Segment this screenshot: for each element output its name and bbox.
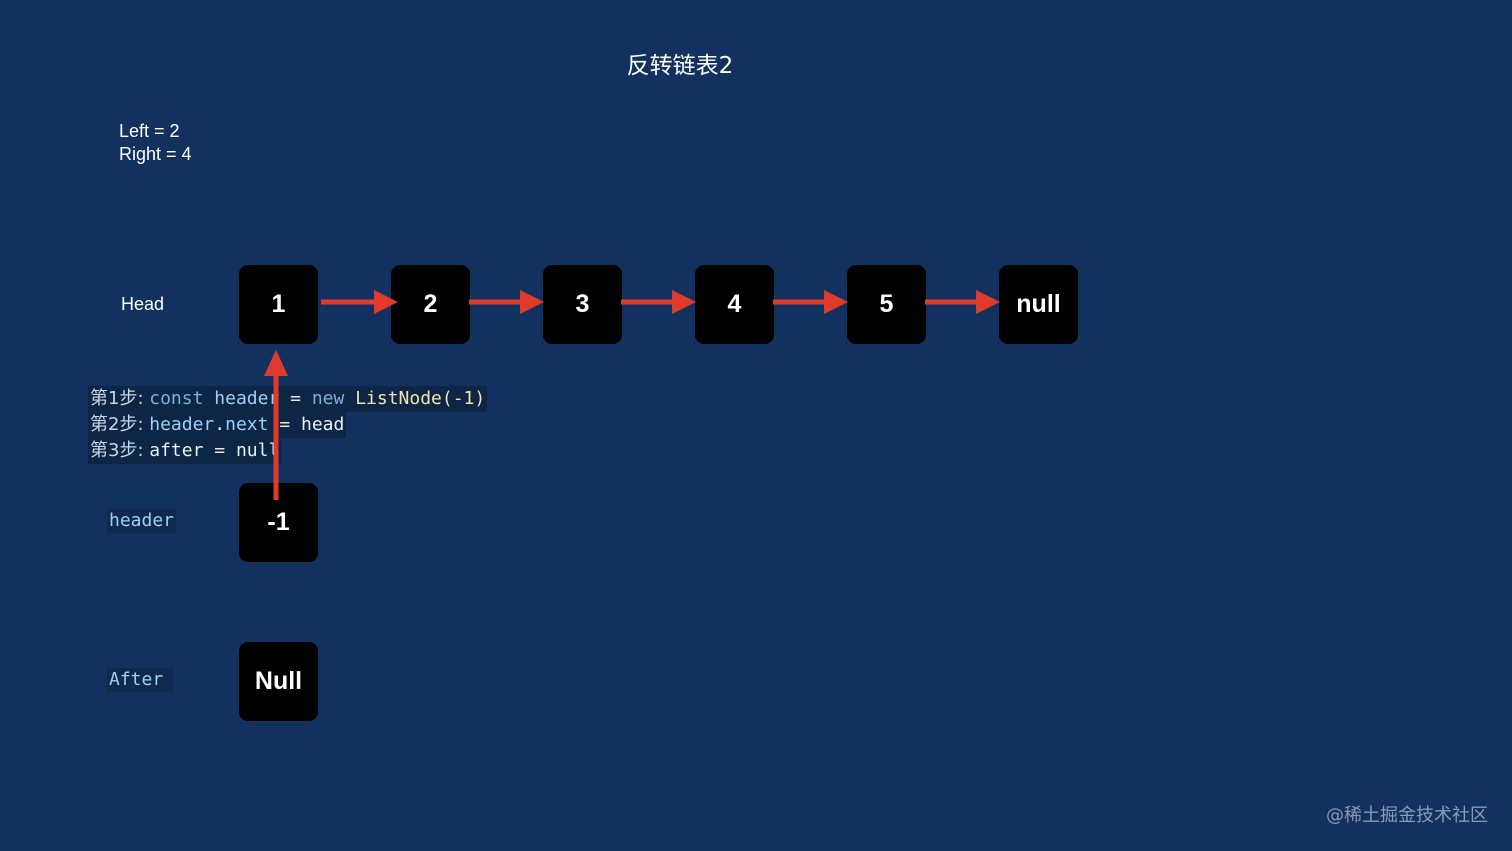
after-node: Null — [239, 642, 318, 721]
arrow-5-to-null — [925, 290, 1000, 314]
list-node-3: 3 — [543, 265, 622, 344]
code-identifier-next: next — [225, 414, 269, 435]
code-line-2: 第2步: header.next = head — [88, 412, 487, 438]
code-null: null — [235, 440, 280, 461]
code-constructor-call: ListNode(-1) — [355, 388, 486, 409]
code-block: 第1步: const header = new ListNode(-1) 第2步… — [88, 386, 488, 464]
code-step-1: 第1步: — [90, 388, 150, 409]
code-keyword-const: const — [149, 388, 204, 409]
list-node-4: 4 — [695, 265, 774, 344]
code-line-3: 第3步: after = null — [88, 438, 487, 464]
list-node-null: null — [999, 265, 1078, 344]
code-operator: = — [203, 440, 236, 461]
code-identifier-header: header — [149, 414, 215, 435]
head-label: Head — [121, 294, 165, 314]
diagram-title: 反转链表2 — [626, 53, 734, 79]
code-operator: = — [279, 388, 312, 409]
right-param: Right = 4 — [119, 144, 192, 164]
code-identifier-after: after — [149, 440, 204, 461]
arrow-1-to-2 — [321, 290, 398, 314]
code-step-2: 第2步: — [90, 414, 150, 435]
header-node: -1 — [239, 483, 318, 562]
left-param: Left = 2 — [119, 121, 180, 141]
code-dot: . — [214, 414, 226, 435]
header-label: header — [107, 509, 177, 533]
arrow-3-to-4 — [621, 290, 696, 314]
watermark: @稀土掘金技术社区 — [1326, 805, 1488, 826]
after-label: After — [107, 668, 174, 692]
list-node-5: 5 — [847, 265, 926, 344]
code-identifier-header: header — [214, 388, 280, 409]
code-operator: = — [268, 414, 301, 435]
code-line-1: 第1步: const header = new ListNode(-1) — [88, 386, 488, 412]
list-node-2: 2 — [391, 265, 470, 344]
code-identifier-head: head — [301, 414, 345, 435]
list-node-1: 1 — [239, 265, 318, 344]
arrow-2-to-3 — [469, 290, 544, 314]
code-step-3: 第3步: — [90, 440, 150, 461]
params-text: Left = 2 Right = 4 — [119, 120, 192, 166]
arrow-4-to-5 — [773, 290, 848, 314]
code-keyword-new: new — [311, 388, 345, 409]
